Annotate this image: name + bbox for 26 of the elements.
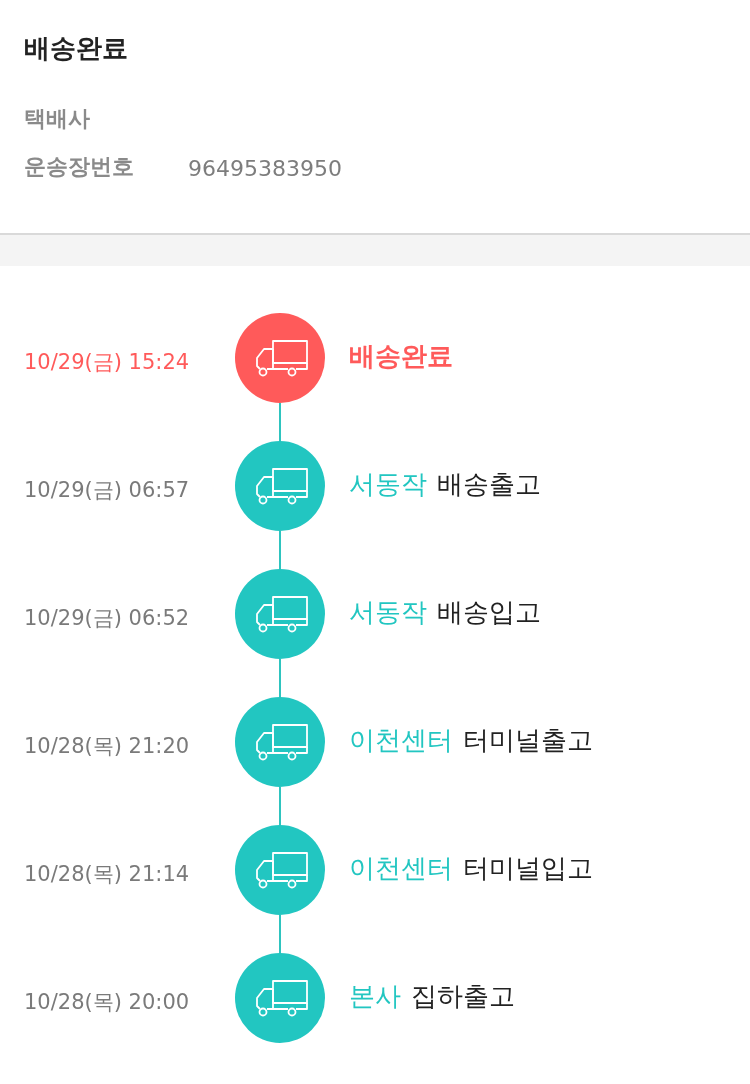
timestamp: 10/28(목) 21:20 [24, 733, 190, 760]
location-text: 서동작 [349, 469, 427, 499]
tracking-number: 96495383950 [188, 155, 342, 183]
timestamp: 10/29(금) 06:52 [24, 605, 190, 632]
connector-line [279, 914, 281, 954]
timestamp: 10/28(목) 21:14 [24, 861, 190, 888]
status-text: 터미널입고 [463, 853, 593, 883]
location-text: 이천센터 [349, 725, 453, 755]
status-text: 배송완료 [349, 341, 453, 371]
connector-line [279, 786, 281, 826]
connector-line [279, 530, 281, 570]
page-heading: 배송완료 [24, 32, 128, 65]
field-label: 택배사 [24, 105, 90, 133]
status-text: 배송입고 [437, 597, 541, 627]
timestamp: 10/28(목) 20:00 [24, 989, 190, 1016]
timestamp: 10/29(금) 15:24 [24, 349, 190, 376]
location-text: 이천센터 [349, 853, 453, 883]
location-text: 본사 [349, 981, 401, 1011]
status-text: 배송출고 [437, 469, 541, 499]
connector-line [279, 658, 281, 698]
connector-line [279, 402, 281, 442]
timestamp: 10/29(금) 06:57 [24, 477, 190, 504]
status-text: 터미널출고 [463, 725, 593, 755]
field-label: 운송장번호 [24, 153, 134, 181]
status-text: 집하출고 [411, 981, 515, 1011]
location-text: 서동작 [349, 597, 427, 627]
